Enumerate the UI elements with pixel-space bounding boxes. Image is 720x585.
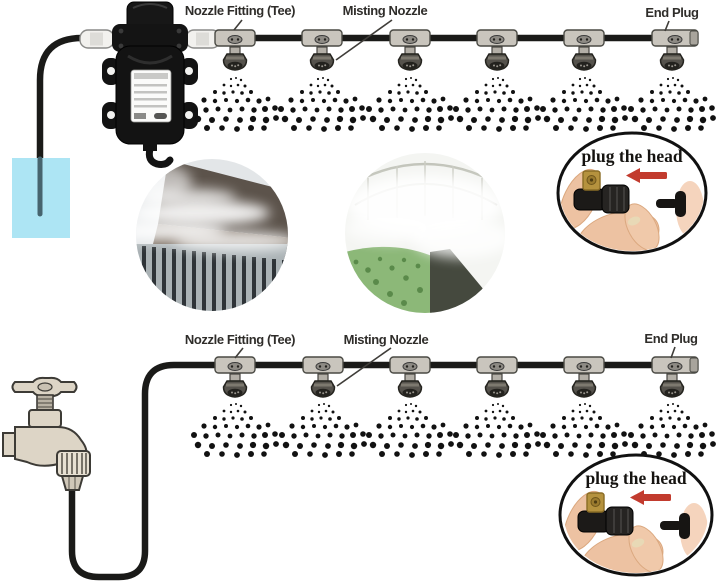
tee-fitting bbox=[476, 356, 518, 374]
faucet-adapter-tip bbox=[60, 475, 85, 491]
label-misting-nozzle-bottom: Misting Nozzle bbox=[344, 332, 429, 347]
misting-nozzle bbox=[659, 46, 685, 71]
tee-fitting bbox=[563, 29, 605, 47]
leader-line bbox=[664, 20, 670, 32]
spray-pattern bbox=[279, 403, 367, 458]
bottom-misting-line bbox=[191, 356, 716, 458]
tee-fitting bbox=[563, 356, 605, 374]
misting-nozzle bbox=[571, 46, 597, 71]
label-end-plug-top: End Plug bbox=[645, 5, 699, 20]
water-container bbox=[12, 156, 70, 238]
misting-nozzle bbox=[484, 373, 510, 398]
spray-pattern bbox=[366, 403, 454, 458]
spray-pattern bbox=[628, 77, 716, 132]
misting-nozzle bbox=[222, 46, 248, 71]
inset-caption-bottom: plug the head bbox=[585, 468, 686, 488]
end-plug-fitting bbox=[651, 29, 699, 47]
inset-caption-top: plug the head bbox=[581, 146, 682, 166]
spray-pattern bbox=[366, 77, 454, 132]
inset-plug-head-bottom: plug the head bbox=[558, 453, 714, 577]
spray-pattern bbox=[191, 77, 279, 132]
inset-plug-head-top: plug the head bbox=[556, 131, 708, 255]
spray-pattern bbox=[453, 77, 541, 132]
bottom-labels: Nozzle Fitting (Tee) Misting Nozzle End … bbox=[185, 331, 698, 387]
tee-fitting bbox=[389, 356, 431, 374]
pump-power-cord bbox=[145, 145, 174, 168]
photo-greenhouse bbox=[345, 153, 505, 313]
leader-line bbox=[670, 346, 676, 359]
spray-pattern bbox=[540, 77, 628, 132]
misting-nozzle bbox=[484, 46, 510, 71]
misting-nozzle bbox=[309, 46, 335, 71]
faucet bbox=[2, 376, 91, 491]
spray-pattern bbox=[453, 403, 541, 458]
misting-nozzle bbox=[659, 373, 685, 398]
spray-pattern bbox=[191, 403, 279, 458]
label-nozzle-fitting-bottom: Nozzle Fitting (Tee) bbox=[185, 332, 295, 347]
label-nozzle-fitting-top: Nozzle Fitting (Tee) bbox=[185, 3, 295, 18]
leader-line bbox=[336, 347, 392, 387]
tee-fitting bbox=[214, 356, 256, 374]
pump-spec-label bbox=[130, 69, 172, 123]
leader-line bbox=[234, 347, 244, 359]
misting-nozzle bbox=[397, 46, 423, 71]
spray-pattern bbox=[278, 77, 366, 132]
water-pump bbox=[79, 1, 221, 168]
leader-line bbox=[335, 19, 393, 61]
misting-nozzle bbox=[310, 373, 336, 398]
tee-fitting bbox=[302, 356, 344, 374]
spray-pattern bbox=[540, 403, 628, 458]
tee-fitting bbox=[214, 29, 256, 47]
bottom-supply-tube bbox=[68, 361, 696, 581]
misting-nozzle bbox=[397, 373, 423, 398]
photo-mist-wall bbox=[136, 159, 288, 311]
tee-fitting bbox=[389, 29, 431, 47]
misting-nozzle bbox=[571, 373, 597, 398]
label-end-plug-bottom: End Plug bbox=[644, 331, 698, 346]
spray-pattern bbox=[628, 403, 716, 458]
top-misting-line bbox=[191, 29, 716, 132]
end-plug-fitting bbox=[651, 356, 699, 374]
top-labels: Nozzle Fitting (Tee) Misting Nozzle End … bbox=[185, 3, 699, 61]
tee-fitting bbox=[301, 29, 343, 47]
misting-nozzle bbox=[222, 373, 248, 398]
tee-fitting bbox=[476, 29, 518, 47]
leader-line bbox=[233, 19, 243, 31]
label-misting-nozzle-top: Misting Nozzle bbox=[343, 3, 428, 18]
